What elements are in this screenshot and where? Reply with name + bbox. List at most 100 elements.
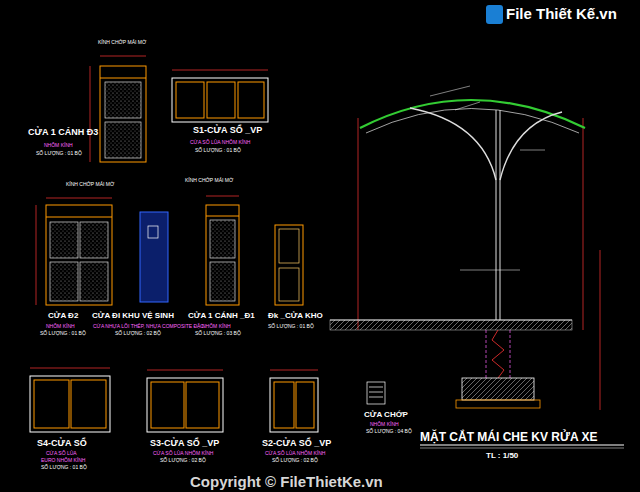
- glass-panel: [210, 220, 235, 258]
- window-frame: [30, 376, 110, 432]
- dimension-line: [36, 205, 37, 305]
- dimension-line: [206, 196, 239, 197]
- steel-column: [496, 110, 497, 320]
- window-pane: [207, 82, 235, 118]
- item-label: CỬA SỔ LÙA NHÔM KÍNH: [265, 451, 325, 456]
- door-frame: [206, 205, 239, 305]
- item-label: SỐ LƯỢNG : 01 BỘ: [268, 324, 314, 329]
- dimension-line: [270, 370, 318, 371]
- item-label: SỐ LƯỢNG : 01 BỘ: [40, 331, 86, 336]
- item-label: NHÔM KÍNH: [370, 422, 399, 427]
- window-s4: [30, 368, 110, 432]
- item-label: CỬA 1 CÁNH _Đ1: [188, 312, 255, 320]
- title-underline: [420, 448, 624, 449]
- item-label: S4-CỬA SỔ: [37, 439, 87, 448]
- window-frame: [147, 378, 223, 432]
- louvre-blade: [369, 397, 383, 398]
- louvre-window: [367, 382, 385, 404]
- rebar: [492, 330, 504, 378]
- dimension-line: [100, 56, 146, 57]
- pier-outline: [486, 330, 487, 378]
- roof-section: [330, 86, 600, 410]
- lean-concrete: [456, 400, 540, 408]
- window-pane: [238, 82, 264, 118]
- window-frame: [172, 78, 268, 122]
- louvre-blade: [369, 387, 383, 388]
- ground-slab: [330, 320, 572, 330]
- item-label: SỐ LƯỢNG : 02 BỘ: [160, 458, 206, 463]
- door-frame: [46, 205, 112, 305]
- dimension-line: [30, 368, 110, 369]
- door-d3: [90, 56, 146, 162]
- item-label: NHÔM KÍNH: [46, 324, 75, 329]
- item-label: S2-CỬA SỔ _VP: [262, 439, 331, 448]
- window-s1: [172, 70, 268, 122]
- window-pane: [151, 382, 184, 428]
- item-label: KÍNH CHỚP MÁI MỞ: [66, 182, 114, 187]
- glass-panel: [50, 262, 78, 301]
- window-frame: [270, 378, 318, 432]
- door-panel: [279, 268, 299, 301]
- door-panel: [279, 229, 299, 263]
- leader-line: [455, 102, 480, 110]
- leader-line: [430, 86, 470, 96]
- door-dk: [275, 225, 303, 305]
- window-pane: [186, 382, 219, 428]
- transom-line: [206, 216, 239, 217]
- item-label: SỐ LƯỢNG : 01 BỘ: [41, 465, 87, 470]
- item-label: CỬA SỔ LÙA NHÔM KÍNH: [190, 140, 250, 145]
- window-pane: [274, 382, 294, 428]
- ground-line: [330, 320, 572, 321]
- dimension-line: [172, 70, 268, 71]
- door-frame: [100, 66, 146, 162]
- dimension-line: [583, 118, 584, 330]
- item-label: CỬA Đ2: [48, 312, 78, 320]
- dimension-line: [147, 370, 223, 371]
- window-pane: [71, 380, 106, 428]
- item-label: CỬA SỔ LÙA NHÔM KÍNH: [153, 451, 213, 456]
- door-frame: [275, 225, 303, 305]
- window-pane: [176, 82, 204, 118]
- logo-text: File Thiết Kế.vn: [506, 6, 617, 21]
- glass-panel: [80, 262, 108, 301]
- leader-line: [460, 270, 520, 271]
- door-wc: [140, 212, 168, 302]
- door-d1: [206, 196, 239, 305]
- pier-outline: [510, 330, 511, 378]
- logo-icon: [486, 5, 503, 24]
- item-label: SỐ LƯỢNG : 03 BỘ: [195, 331, 241, 336]
- dimension-line: [46, 198, 112, 199]
- transom-line: [46, 217, 112, 218]
- item-label: S3-CỬA SỔ _VP: [150, 439, 219, 448]
- item-label: KÍNH CHỚP MÁI MỞ: [98, 40, 146, 45]
- glass-panel: [80, 222, 108, 258]
- glass-panel: [105, 122, 141, 158]
- steel-column: [500, 110, 501, 320]
- transom-line: [100, 78, 146, 79]
- dimension-line: [600, 250, 601, 410]
- window-pane: [296, 382, 314, 428]
- item-label: SỐ LƯỢNG : 01 BỘ: [36, 151, 82, 156]
- steel-branch: [500, 112, 562, 180]
- dimension-line: [90, 66, 91, 162]
- steel-branch: [410, 108, 496, 180]
- watermark: Copyright © FileThietKe.vn: [190, 474, 383, 489]
- glass-panel: [105, 82, 141, 118]
- door-sign: [148, 226, 158, 238]
- item-label: SỐ LƯỢNG : 02 BỘ: [272, 458, 318, 463]
- glass-panel: [210, 262, 235, 301]
- dimension-line: [358, 118, 359, 330]
- item-label: NHÔM KÍNH: [44, 143, 73, 148]
- door-leaf: [140, 212, 168, 302]
- item-label: Đk _CỬA KHO: [268, 312, 323, 320]
- roof-sheet: [360, 100, 585, 128]
- item-label: SỐ LƯỢNG : 01 BỘ: [195, 148, 241, 153]
- item-label: EURO NHÔM KÍNH: [41, 458, 85, 463]
- item-label: CỬA ĐI KHU VỆ SINH: [92, 312, 174, 320]
- window-s3: [147, 370, 223, 432]
- window-pane: [34, 380, 69, 428]
- item-label: CỬA 1 CÁNH Đ3: [28, 128, 98, 137]
